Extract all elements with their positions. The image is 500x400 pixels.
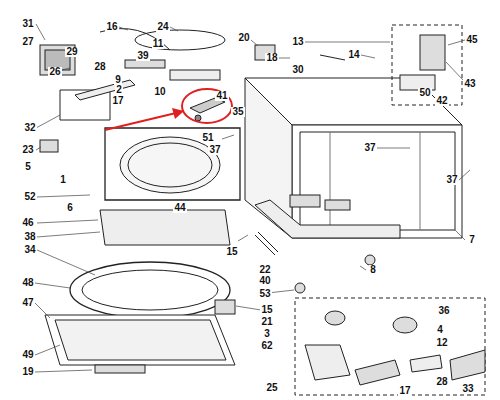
top-left-parts — [40, 29, 345, 152]
callout-number: 22 — [258, 265, 271, 275]
callout-number: 13 — [291, 37, 304, 47]
callout-number: 29 — [65, 47, 78, 57]
callout-number: 46 — [21, 218, 34, 228]
callout-number: 33 — [461, 384, 474, 394]
callout-number: 2 — [115, 85, 123, 95]
callout-number: 39 — [136, 51, 149, 61]
callout-number: 21 — [260, 317, 273, 327]
callout-number: 50 — [418, 88, 431, 98]
callout-number: 36 — [437, 306, 450, 316]
callout-number: 19 — [21, 367, 34, 377]
callout-number: 30 — [291, 65, 304, 75]
callout-number: 41 — [215, 91, 228, 101]
callout-number: 45 — [465, 35, 478, 45]
callout-number: 14 — [347, 50, 360, 60]
leader-lines — [35, 24, 470, 372]
callout-number: 28 — [93, 62, 106, 72]
callout-number: 6 — [66, 203, 74, 213]
callout-number: 52 — [23, 192, 36, 202]
callout-number: 35 — [231, 107, 244, 117]
circled-part — [190, 98, 225, 121]
callout-number: 4 — [436, 325, 444, 335]
top-right-group — [392, 25, 462, 105]
callout-number: 9 — [114, 75, 122, 85]
callout-number: 49 — [21, 350, 34, 360]
callout-number: 7 — [468, 235, 476, 245]
callout-number: 43 — [463, 79, 476, 89]
callout-number: 16 — [105, 22, 118, 32]
callout-number: 17 — [398, 386, 411, 396]
callout-number: 18 — [265, 53, 278, 63]
door-assembly — [45, 262, 235, 373]
callout-number: 1 — [59, 175, 67, 185]
callout-number: 40 — [258, 276, 271, 286]
callout-number: 25 — [265, 383, 278, 393]
cabinet — [245, 78, 462, 293]
callout-number: 37 — [445, 175, 458, 185]
callout-number: 5 — [24, 162, 32, 172]
callout-number: 10 — [153, 87, 166, 97]
callout-number: 31 — [21, 19, 34, 29]
callout-number: 26 — [48, 67, 61, 77]
callout-number: 42 — [435, 96, 448, 106]
callout-number: 12 — [435, 338, 448, 348]
front-bulkhead — [100, 128, 240, 245]
callout-number: 62 — [260, 341, 273, 351]
callout-number: 37 — [363, 143, 376, 153]
callout-number: 32 — [23, 123, 36, 133]
callout-number: 8 — [369, 265, 377, 275]
callout-number: 24 — [156, 22, 169, 32]
red-highlight — [105, 89, 232, 130]
callout-number: 20 — [237, 33, 250, 43]
callout-number: 28 — [435, 377, 448, 387]
callout-number: 23 — [21, 145, 34, 155]
callout-number: 27 — [21, 37, 34, 47]
callout-number: 44 — [173, 203, 186, 213]
callout-number: 53 — [258, 289, 271, 299]
callout-number: 34 — [23, 245, 36, 255]
callout-number: 47 — [21, 298, 34, 308]
callout-number: 11 — [152, 39, 165, 49]
callout-number: 38 — [23, 232, 36, 242]
bottom-right-parts — [295, 298, 485, 395]
callout-number: 48 — [21, 278, 34, 288]
callout-number: 17 — [111, 96, 124, 106]
callout-number: 37 — [208, 145, 221, 155]
callout-number: 15 — [260, 305, 273, 315]
callout-number: 15 — [225, 247, 238, 257]
callout-number: 3 — [263, 329, 271, 339]
callout-number: 51 — [201, 133, 214, 143]
